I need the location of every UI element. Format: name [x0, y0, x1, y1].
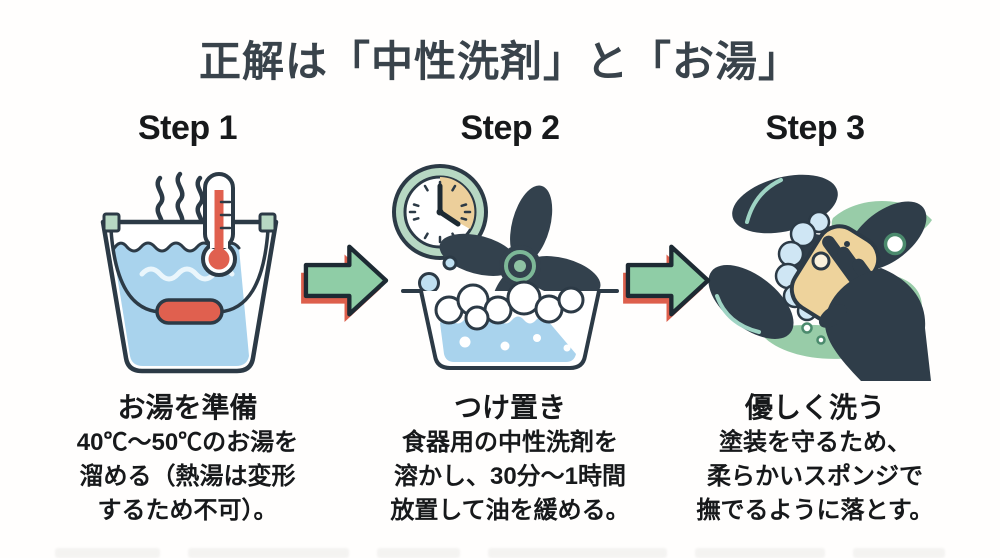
soak-illustration [385, 160, 635, 380]
bucket-icon [100, 212, 279, 374]
step-3-description: 塗装を守るため、 柔らかいスポンジで 撫でるように落とす。 [660, 426, 970, 528]
text-line: 塗装を守るため、 [719, 429, 911, 456]
bucket-illustration [82, 160, 297, 383]
text-line: するため不可）。 [97, 497, 278, 524]
text-line: 40℃～50℃のお湯を [76, 429, 299, 456]
bubbles-icon [418, 255, 458, 294]
washtub-icon [401, 280, 619, 370]
text-line: 食器用の中性洗剤を [402, 429, 618, 456]
page-title: 正解は「中性洗剤」と「お湯」 [198, 38, 801, 85]
fan-icon [439, 185, 601, 347]
step-3-label: Step 3 [765, 109, 865, 147]
wash-illustration [685, 156, 945, 386]
step-3-column: Step 3 [660, 0, 970, 558]
step-1-column: Step 1 [30, 0, 345, 558]
arrow-right-icon [301, 244, 389, 322]
bubble-icon [801, 232, 907, 345]
text-line: 溜める（熱湯は変形 [79, 463, 296, 490]
step-3-heading: 優しく洗う [744, 392, 885, 423]
text-line: 撫でるように落とす。 [696, 497, 934, 524]
step-2-column: Step 2 [355, 0, 665, 558]
step-2-heading: つけ置き [453, 392, 566, 423]
arrow-right-icon [623, 244, 711, 322]
text-line: 放置して油を緩める。 [390, 497, 630, 524]
text-line: 柔らかいスポンジで [707, 463, 923, 490]
step-1-label: Step 1 [137, 109, 238, 147]
step-2-label: Step 2 [460, 109, 560, 147]
text-line: 溶かし、30分～1時間 [393, 463, 627, 490]
blade-highlight [715, 178, 783, 334]
hand-icon [818, 235, 931, 381]
step-2-description: 食器用の中性洗剤を 溶かし、30分～1時間 放置して油を緩める。 [355, 426, 665, 528]
step-1-description: 40℃～50℃のお湯を 溜める（熱湯は変形 するため不可）。 [30, 426, 345, 528]
cropped-text-remnant [0, 545, 1000, 558]
step-1-heading: お湯を準備 [117, 392, 258, 423]
thermometer-icon [201, 172, 237, 277]
